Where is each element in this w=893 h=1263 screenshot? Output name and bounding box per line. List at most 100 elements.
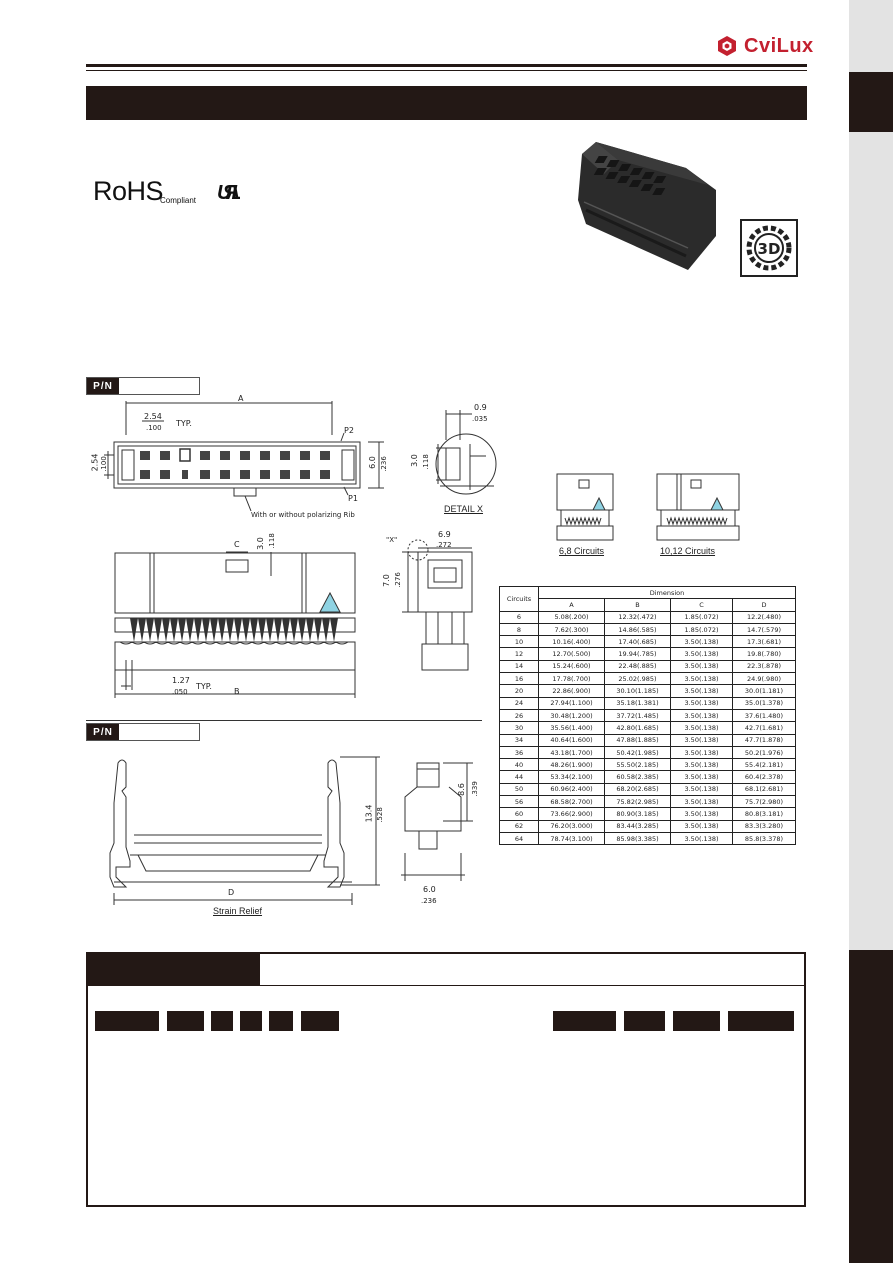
table-cell-dimension: 3.50(.138) [670, 819, 733, 833]
table-cell-dimension: 42.7(1.681) [732, 721, 796, 735]
table-cell-dimension: 3.50(.138) [670, 647, 733, 661]
table-cell-dimension: 10.16(.400) [538, 635, 605, 649]
section-divider [86, 720, 482, 721]
svg-text:R: R [224, 182, 239, 204]
c-h-mm: 3.0 [255, 537, 265, 550]
dim-c-label: C [234, 540, 240, 549]
table-cell-dimension: 60.58(2.385) [604, 770, 671, 784]
table-cell-dimension: 37.6(1.480) [732, 708, 796, 723]
detail-x-callout: "X" [386, 536, 398, 544]
order-code-block-1 [95, 1011, 159, 1031]
table-cell-dimension: 80.90(3.185) [604, 807, 671, 821]
table-cell-dimension: 3.50(.138) [670, 721, 733, 735]
order-code-block-4 [240, 1011, 262, 1031]
table-cell-dimension: 25.02(.985) [604, 672, 671, 686]
table-cell-dimension: 35.0(1.378) [732, 696, 796, 710]
sr-side-w-in: .236 [421, 897, 437, 905]
pn-box-strain-relief: P/N [86, 723, 200, 741]
detail-x-w-in: .035 [472, 415, 488, 423]
table-cell-dimension: 3.50(.138) [670, 635, 733, 649]
table-cell-dimension: 7.62(.300) [538, 622, 605, 637]
table-cell-dimension: 85.98(3.385) [604, 831, 671, 846]
table-cell-circuits: 64 [499, 831, 539, 846]
header-rule-thin [86, 70, 807, 71]
order-code-block-7 [553, 1011, 616, 1031]
table-cell-circuits: 30 [499, 721, 539, 735]
table-cell-dimension: 75.82(2.985) [604, 795, 671, 809]
table-cell-dimension: 17.40(.685) [604, 635, 671, 649]
table-cell-circuits: 6 [499, 610, 539, 624]
ordering-section [86, 952, 806, 1207]
table-cell-dimension: 3.50(.138) [670, 745, 733, 760]
top-view-drawing: A 2.54 .100 TYP. 2.54 .100 6.0 .236 P2 P… [86, 394, 387, 525]
table-cell-dimension: 15.24(.600) [538, 659, 605, 674]
table-cell-dimension: 85.8(3.378) [732, 831, 796, 846]
col-header-a: A [538, 598, 605, 612]
table-cell-dimension: 75.7(2.980) [732, 795, 796, 809]
sidebar-tab-top [849, 72, 893, 132]
table-cell-dimension: 24.9(.980) [732, 672, 796, 686]
brand-mark-icon [718, 36, 736, 56]
sr-side-w-mm: 6.0 [423, 885, 436, 894]
table-cell-dimension: 47.7(1.878) [732, 733, 796, 747]
table-cell-dimension: 1.85(.072) [670, 610, 733, 624]
table-cell-dimension: 3.50(.138) [670, 659, 733, 674]
table-cell-dimension: 17.3(.681) [732, 635, 796, 649]
table-cell-circuits: 44 [499, 770, 539, 784]
end-w-mm: 6.9 [438, 530, 451, 539]
table-cell-dimension: 83.44(3.285) [604, 819, 671, 833]
strain-relief-drawing: 13.4 .528 D [100, 755, 390, 920]
table-cell-dimension: 17.78(.700) [538, 672, 605, 686]
variant-6-8-label: 6,8 Circuits [559, 546, 605, 556]
variant-6-8-drawing [555, 470, 615, 542]
table-cell-dimension: 55.4(2.181) [732, 758, 796, 772]
table-cell-dimension: 12.70(.500) [538, 647, 605, 661]
table-cell-dimension: 78.74(3.100) [538, 831, 605, 846]
side-view-drawing: C 3.0 .118 1.27 .050 TYP. B [86, 530, 386, 705]
dim-b-label: B [234, 687, 240, 696]
table-cell-dimension: 60.96(2.400) [538, 782, 605, 797]
table-cell-dimension: 14.86(.585) [604, 622, 671, 637]
sr-h-mm: 13.4 [364, 804, 374, 823]
variant-10-12-label: 10,12 Circuits [660, 546, 716, 556]
table-cell-dimension: 22.48(.885) [604, 659, 671, 674]
table-cell-circuits: 20 [499, 684, 539, 698]
table-cell-dimension: 3.50(.138) [670, 795, 733, 809]
table-cell-dimension: 1.85(.072) [670, 622, 733, 637]
order-code-block-9 [673, 1011, 720, 1031]
table-cell-dimension: 3.50(.138) [670, 696, 733, 710]
table-cell-dimension: 3.50(.138) [670, 684, 733, 698]
table-cell-dimension: 83.3(3.280) [732, 819, 796, 833]
order-code-block-6 [301, 1011, 339, 1031]
table-cell-circuits: 10 [499, 635, 539, 649]
polarizing-note: With or without polarizing Rib [251, 511, 355, 519]
p2-label: P2 [344, 426, 354, 435]
table-cell-dimension: 5.08(.200) [538, 610, 605, 624]
table-cell-dimension: 27.94(1.100) [538, 696, 605, 710]
3d-model-badge[interactable]: 3D [740, 219, 798, 277]
table-cell-dimension: 80.8(3.181) [732, 807, 796, 821]
end-view-drawing: "X" 6.9 .272 7.0 .276 [382, 530, 492, 682]
ordering-header-rule [260, 985, 806, 986]
table-cell-circuits: 14 [499, 659, 539, 674]
header-rule-thick [86, 64, 807, 67]
sidebar-tab-bottom [849, 950, 893, 1263]
table-cell-dimension: 19.94(.785) [604, 647, 671, 661]
title-bar [86, 86, 807, 120]
table-cell-circuits: 8 [499, 622, 539, 637]
table-cell-dimension: 68.1(2.681) [732, 782, 796, 797]
table-cell-dimension: 53.34(2.100) [538, 770, 605, 784]
end-h-in: .276 [393, 572, 402, 588]
detail-x-drawing: 0.9 .035 3.0 .118 DETAIL X [410, 400, 500, 518]
table-cell-dimension: 14.7(.579) [732, 622, 796, 637]
pitch-typ: TYP. [176, 419, 192, 428]
